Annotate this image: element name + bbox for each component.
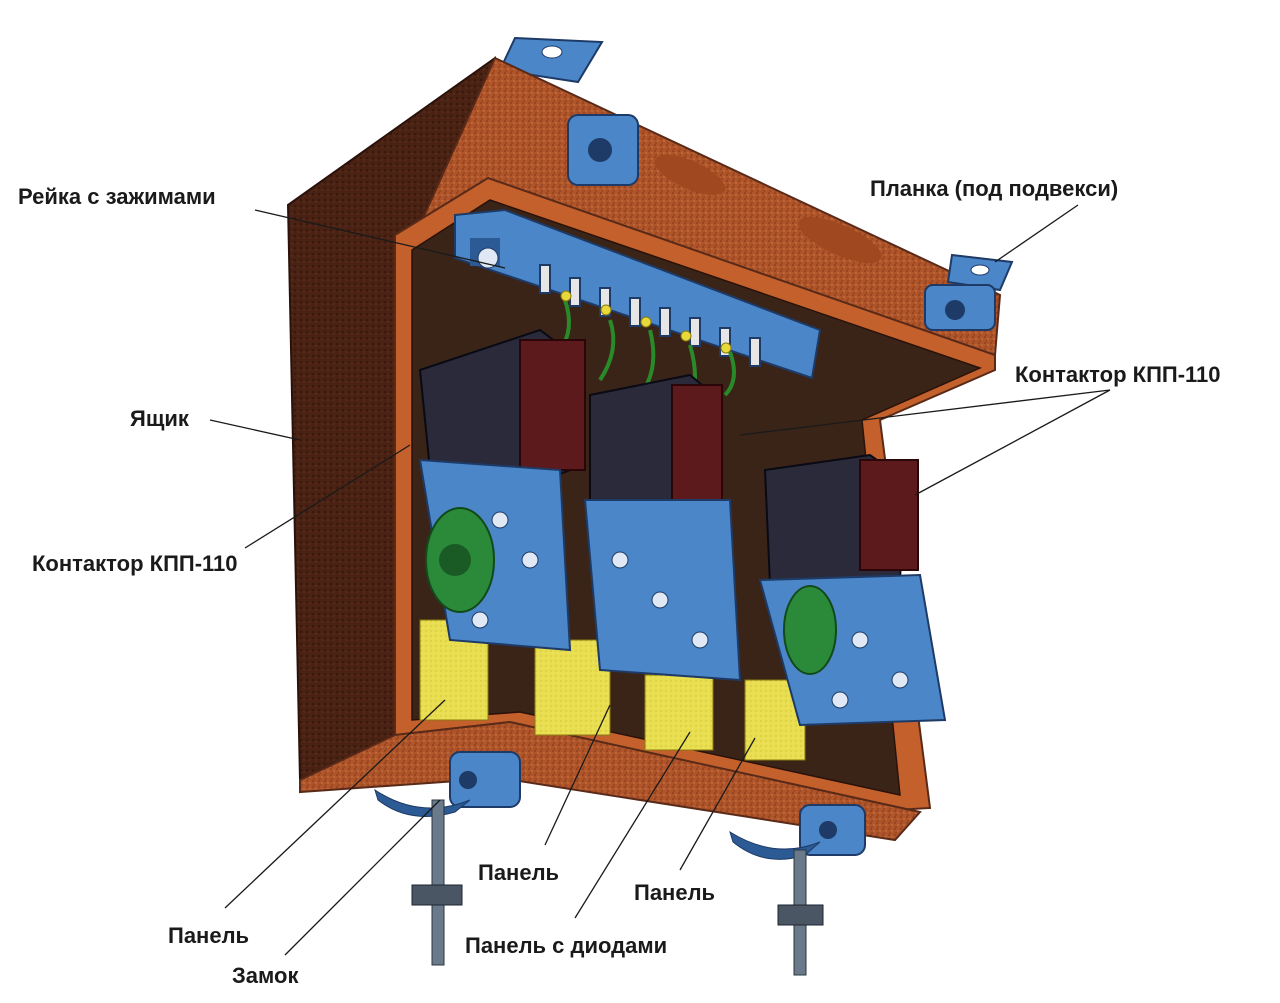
contactor-3 (758, 453, 947, 727)
label-contactor-left: Контактор КПП-110 (32, 551, 238, 576)
leader-lock (284, 799, 441, 956)
label-rail-with-clamps: Рейка с зажимами (18, 184, 216, 209)
label-panel-center: Панель (478, 860, 560, 885)
label-panel-right: Панель (634, 880, 716, 905)
lock-left (374, 751, 521, 966)
leader-panel-diodes (574, 731, 691, 919)
leader-panel-center (544, 704, 611, 846)
leader-panel-bottom-left (224, 699, 446, 909)
label-bracket: Планка (под подвекси) (870, 176, 1119, 201)
leader-bracket (994, 204, 1079, 263)
label-panel-bottom-left: Панель (168, 923, 250, 948)
leader-lines (209, 204, 1111, 956)
top-bracket (498, 36, 604, 84)
top-wall-clamp (567, 114, 639, 186)
leader-contactor-left (244, 444, 411, 549)
leader-panel-right (679, 737, 756, 871)
label-panel-with-diodes: Панель с диодами (465, 933, 668, 958)
right-bracket (924, 253, 1014, 331)
lock-right (729, 804, 866, 976)
label-contactor-right: Контактор КПП-110 (1015, 362, 1221, 387)
leader-box (209, 419, 301, 441)
box-top-wall (418, 56, 1002, 357)
label-lock: Замок (232, 963, 299, 988)
label-box: Ящик (130, 406, 189, 431)
contactor-2 (583, 373, 742, 682)
contactor-1 (418, 328, 586, 652)
leader-rail (254, 209, 506, 269)
leader-contactor-right-a (739, 389, 1111, 436)
leader-contactor-right-b (914, 389, 1111, 496)
terminal-rail (454, 208, 822, 401)
